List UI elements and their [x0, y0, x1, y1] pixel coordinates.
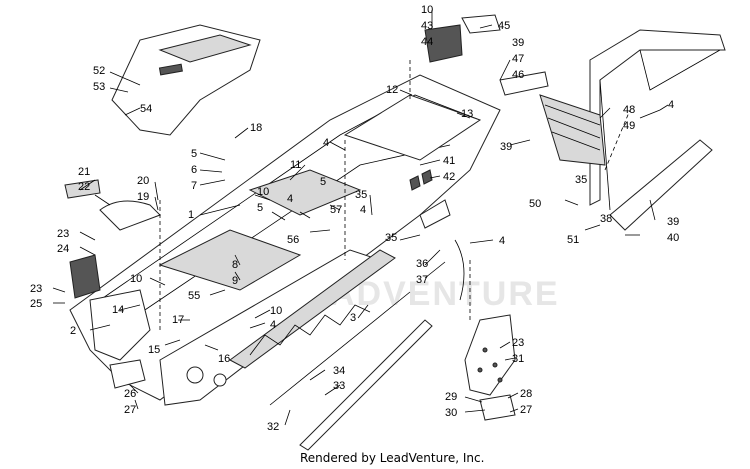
callout-33: 33 — [333, 380, 345, 392]
callout-6: 6 — [191, 164, 197, 176]
callout-30: 30 — [445, 407, 457, 419]
callout-10d: 10 — [130, 273, 142, 285]
callout-11: 11 — [290, 159, 301, 171]
callout-25: 25 — [30, 298, 42, 310]
callout-2: 2 — [70, 325, 76, 337]
callout-5c: 5 — [257, 202, 263, 214]
callout-53: 53 — [93, 81, 105, 93]
callout-23b: 23 — [30, 283, 42, 295]
callout-28: 28 — [520, 388, 532, 400]
callout-10c: 10 — [270, 305, 282, 317]
callout-37: 37 — [416, 274, 428, 286]
callout-20: 20 — [137, 175, 149, 187]
callout-23c: 23 — [512, 337, 524, 349]
callout-43: 43 — [421, 20, 433, 32]
callout-40: 40 — [667, 232, 679, 244]
callout-21: 21 — [78, 166, 90, 178]
callout-50: 50 — [529, 198, 541, 210]
front-left-parts — [64, 179, 161, 389]
callout-4c: 4 — [499, 235, 505, 247]
watermark: ADVENTURE — [330, 275, 560, 313]
callout-46: 46 — [512, 69, 524, 81]
callout-51: 51 — [567, 234, 579, 246]
chassis-frame — [69, 74, 501, 406]
right-lower-parts — [419, 199, 516, 421]
callout-4f: 4 — [270, 319, 276, 331]
callout-52: 52 — [93, 65, 105, 77]
callout-17: 17 — [172, 314, 184, 326]
callout-57: 57 — [330, 204, 342, 216]
callout-14: 14 — [112, 304, 124, 316]
callout-labels: 52 53 54 18 5 6 7 1 11 4 12 13 41 42 10 … — [30, 4, 679, 433]
callout-39c: 39 — [667, 216, 679, 228]
leader-lines — [52, 10, 669, 426]
callout-22: 22 — [78, 181, 90, 193]
dashed-lines — [159, 60, 631, 330]
callout-44: 44 — [421, 36, 433, 48]
callout-16: 16 — [218, 353, 230, 365]
callout-45: 45 — [498, 20, 510, 32]
credit-text: Rendered by LeadVenture, Inc. — [300, 451, 484, 465]
callout-27a: 27 — [124, 404, 136, 416]
callout-5b: 5 — [320, 176, 326, 188]
callout-8: 8 — [232, 259, 238, 271]
callout-18: 18 — [250, 122, 262, 134]
callout-29: 29 — [445, 391, 457, 403]
callout-4e: 4 — [287, 193, 293, 205]
callout-35c: 35 — [355, 189, 367, 201]
callout-47: 47 — [512, 53, 524, 65]
callout-10b: 10 — [257, 186, 269, 198]
callout-54: 54 — [140, 103, 152, 115]
callout-10a: 10 — [421, 4, 433, 16]
callout-19: 19 — [137, 191, 149, 203]
callout-34: 34 — [333, 365, 345, 377]
callout-56: 56 — [287, 234, 299, 246]
callout-23a: 23 — [57, 228, 69, 240]
callout-13: 13 — [461, 108, 473, 120]
callout-39b: 39 — [500, 141, 512, 153]
callout-1: 1 — [188, 209, 194, 221]
seat — [111, 24, 261, 136]
callout-7: 7 — [191, 180, 197, 192]
callout-48: 48 — [623, 104, 635, 116]
callout-32: 32 — [267, 421, 279, 433]
callout-42: 42 — [443, 171, 455, 183]
callout-4a: 4 — [323, 137, 329, 149]
callout-9: 9 — [232, 275, 238, 287]
callout-41: 41 — [443, 155, 455, 167]
callout-39a: 39 — [512, 37, 524, 49]
callout-24: 24 — [57, 243, 69, 255]
callout-35b: 35 — [385, 232, 397, 244]
rails — [269, 291, 433, 451]
callout-26: 26 — [124, 388, 136, 400]
callout-3: 3 — [350, 312, 356, 324]
callout-31: 31 — [512, 353, 524, 365]
callout-49: 49 — [623, 120, 635, 132]
callout-5a: 5 — [191, 148, 197, 160]
callout-27b: 27 — [520, 404, 532, 416]
callout-4d: 4 — [360, 204, 366, 216]
callout-55: 55 — [188, 290, 200, 302]
callout-4b: 4 — [668, 99, 674, 111]
rear-rack — [424, 14, 726, 231]
callout-35a: 35 — [575, 174, 587, 186]
callout-12: 12 — [386, 84, 398, 96]
callout-15: 15 — [148, 344, 160, 356]
callout-38: 38 — [600, 213, 612, 225]
callout-36: 36 — [416, 258, 428, 270]
